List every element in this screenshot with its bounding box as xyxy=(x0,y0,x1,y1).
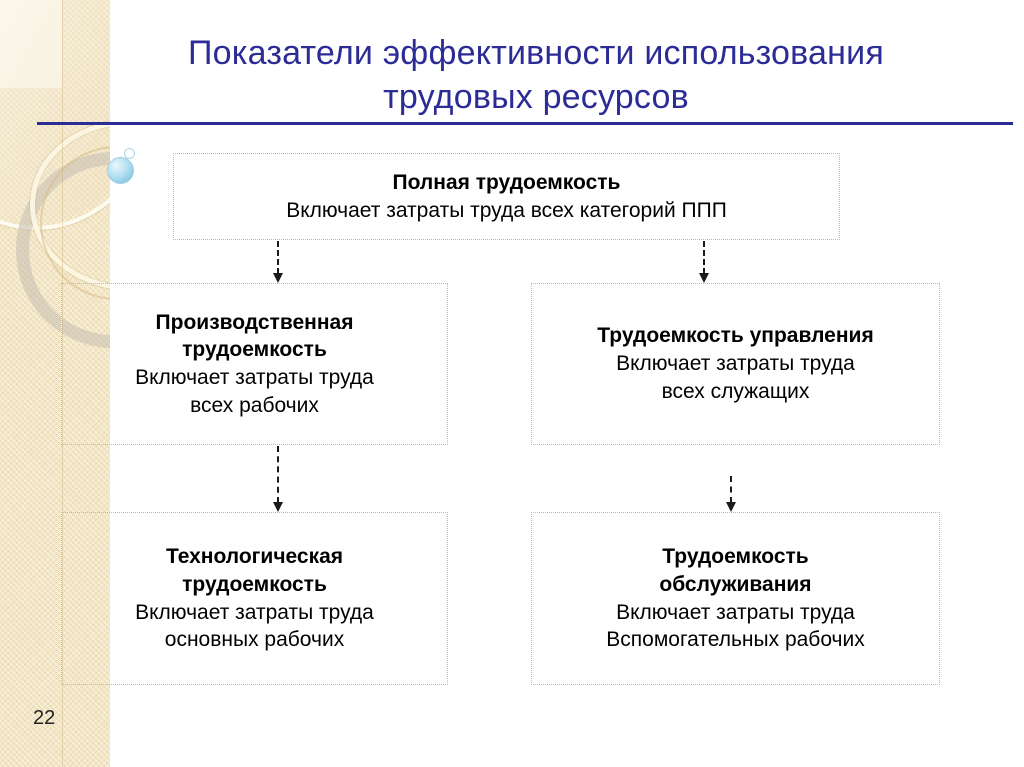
box-heading: Производственная трудоемкость xyxy=(155,310,354,362)
box-body: Включает затраты труда всех рабочих xyxy=(135,366,374,417)
box-body: Включает затраты труда основных рабочих xyxy=(135,600,374,652)
diagram-box-production-labour-intensity[interactable]: Производственная трудоемкость Включает з… xyxy=(61,283,448,445)
page-number: 22 xyxy=(33,707,56,729)
box-body: Включает затраты труда Вспомогательных р… xyxy=(606,600,865,652)
box-body: Включает затраты труда всех служащих xyxy=(616,352,855,403)
blue-small-circle-icon xyxy=(124,148,135,159)
box-body: Включает затраты труда всех категорий ПП… xyxy=(286,198,727,222)
diagram-box-service-labour-intensity[interactable]: Трудоемкость обслуживания Включает затра… xyxy=(531,512,940,685)
box-heading: Трудоемкость управления xyxy=(597,324,874,348)
title-underline-rule xyxy=(37,122,1013,125)
box-heading: Технологическая трудоемкость xyxy=(165,545,344,596)
connector-arrow-production-to-technological-icon xyxy=(273,446,283,512)
diagram-box-technological-labour-intensity[interactable]: Технологическая трудоемкость Включает за… xyxy=(61,512,448,685)
diagram-box-management-labour-intensity[interactable]: Трудоемкость управления Включает затраты… xyxy=(531,283,940,445)
connector-arrow-full-to-production-icon xyxy=(273,241,283,283)
blue-sphere-icon xyxy=(107,157,134,184)
connector-arrow-full-to-management-icon xyxy=(699,241,709,283)
page-title: Показатели эффективности использования т… xyxy=(188,34,884,116)
box-heading: Полная трудоемкость xyxy=(392,170,621,194)
diagram-box-full-labour-intensity[interactable]: Полная трудоемкость Включает затраты тру… xyxy=(173,153,840,240)
box-heading: Трудоемкость обслуживания xyxy=(659,545,812,596)
connector-arrow-management-to-service-icon xyxy=(726,476,736,512)
